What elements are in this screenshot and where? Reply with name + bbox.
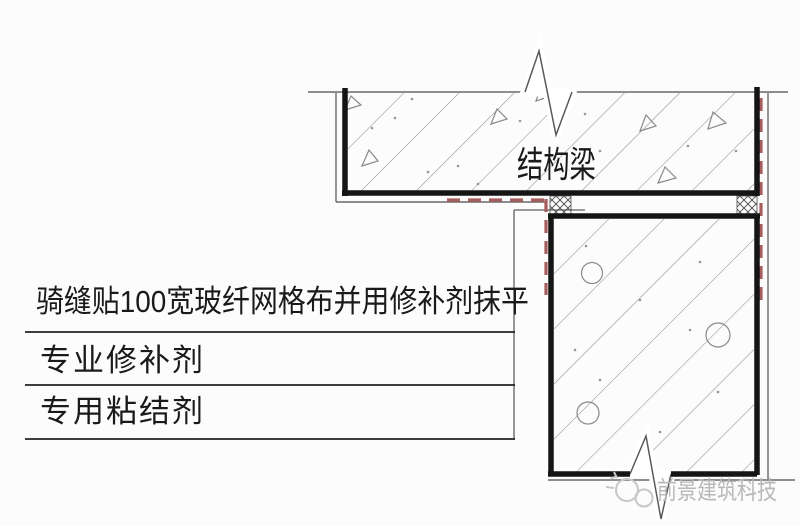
mortar-key-right bbox=[736, 195, 758, 215]
stipple-dots bbox=[370, 97, 738, 434]
callout-adhesive-label: 专用粘结剂 bbox=[40, 394, 205, 429]
mortar-key-left bbox=[549, 195, 572, 215]
callout-mesh-label: 骑缝贴100宽玻纤网格布并用修补剂抹平 bbox=[36, 284, 529, 319]
watermark-text: 前景建筑科技 bbox=[657, 477, 778, 505]
callout-repair-agent-label: 专业修补剂 bbox=[40, 343, 205, 378]
watermark-logo bbox=[605, 471, 654, 508]
mortar-keys bbox=[549, 195, 758, 215]
block-circles bbox=[576, 261, 731, 425]
callout-underlines bbox=[25, 331, 515, 440]
leader-lines bbox=[513, 209, 585, 439]
break-line-top bbox=[518, 33, 579, 152]
wall-hatch bbox=[554, 219, 754, 472]
structural-outlines bbox=[342, 87, 760, 477]
mesh-red-dash bbox=[447, 98, 763, 305]
beam-title-label: 结构梁 bbox=[517, 144, 596, 185]
break-line-bottom bbox=[623, 420, 677, 520]
